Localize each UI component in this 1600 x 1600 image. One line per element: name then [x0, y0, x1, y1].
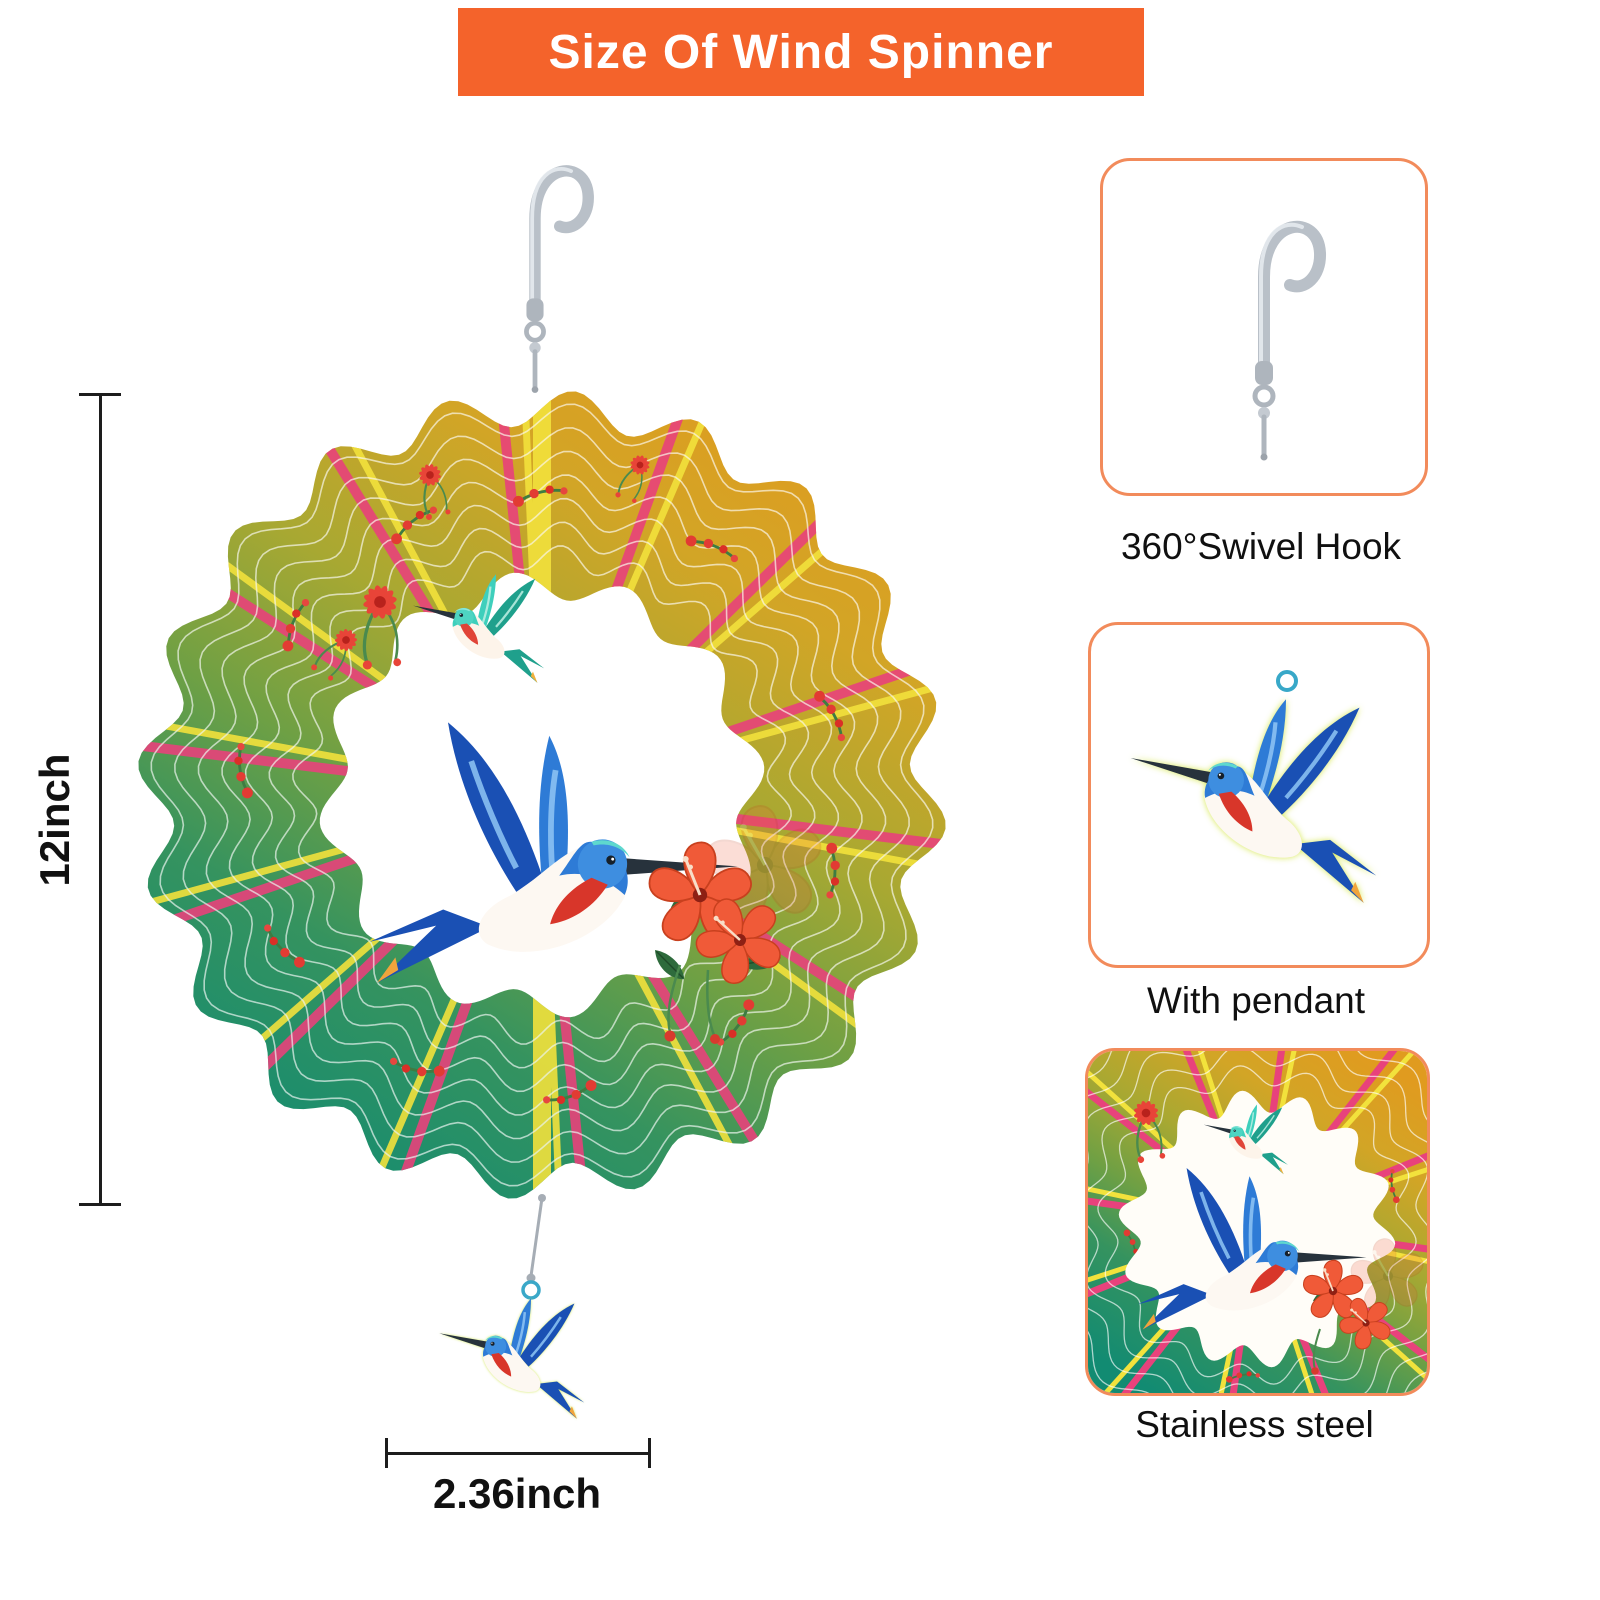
feature-label-pendant: With pendant [1146, 980, 1366, 1021]
width-dimension-cap-right [648, 1438, 651, 1468]
height-dimension-label: 12inch [31, 753, 78, 887]
feature-card-stainless-steel [1085, 1048, 1430, 1396]
swivel-hook-illustration [524, 165, 594, 393]
blue-hummingbird [369, 722, 738, 983]
title-banner: Size Of Wind Spinner [458, 8, 1144, 96]
height-dimension-line [99, 395, 102, 1205]
page-title: Size Of Wind Spinner [548, 25, 1054, 79]
width-dimension-label: 2.36inch [432, 1470, 602, 1517]
pendant-loop [1276, 670, 1298, 692]
width-dimension-cap-left [385, 1438, 388, 1468]
height-dimension-cap-bottom [79, 1203, 121, 1206]
pendant-hummingbird [1130, 699, 1377, 903]
feature-label-swivel-hook: 360°Swivel Hook [1120, 526, 1402, 567]
feature-card-pendant [1088, 622, 1430, 968]
width-dimension-line [386, 1452, 650, 1455]
height-dimension-cap-top [79, 393, 121, 396]
spinner-print-icon [1088, 1051, 1427, 1393]
feature-label-stainless-steel: Stainless steel [1135, 1404, 1374, 1445]
teal-hummingbird [413, 574, 545, 683]
pendant-assembly [439, 1194, 585, 1419]
feature-card-swivel-hook [1100, 158, 1428, 496]
pendant-hummingbird [439, 1298, 585, 1419]
swivel-hook-illustration [1252, 220, 1326, 461]
pendant-hummingbird-icon [1130, 670, 1377, 903]
spinner-center-art [311, 574, 822, 1044]
swivel-hook-icon [1252, 220, 1326, 461]
wind-spinner-illustration [138, 165, 946, 1419]
